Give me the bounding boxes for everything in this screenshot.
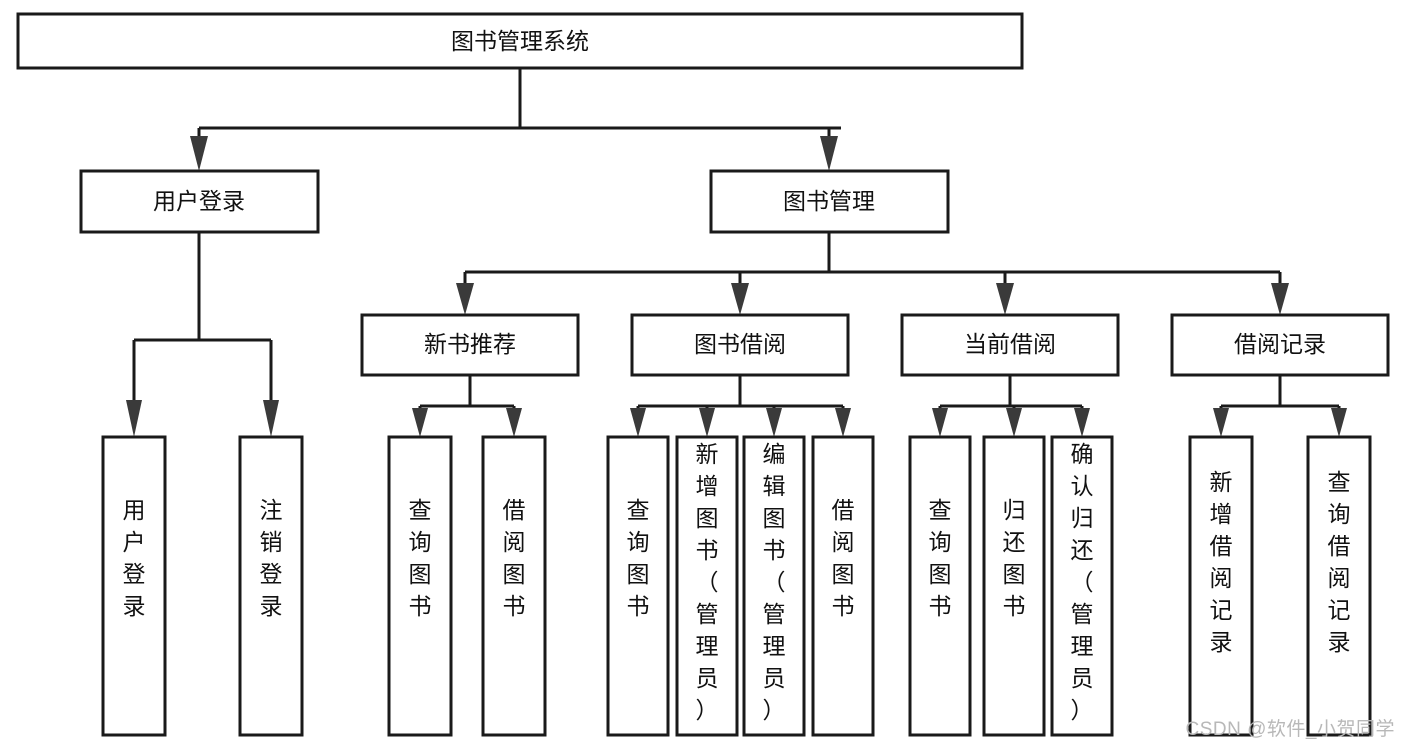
arrow-icon-to-borrow-record	[1271, 283, 1289, 315]
node-leaf-add-book-admin-box[interactable]	[675, 435, 739, 737]
arrow-icon-borrowrecord-leaf-2	[1331, 408, 1347, 437]
node-leaf-query-book-3-label: 查询图书	[929, 497, 952, 619]
node-root-label: 图书管理系统	[451, 28, 589, 54]
node-book-manage-box[interactable]	[709, 169, 950, 234]
arrow-icon-newbook-leaf-2	[506, 408, 522, 437]
node-leaf-query-book-2-label: 查询图书	[627, 497, 650, 619]
arrow-icon-currentborrow-leaf-3	[1074, 408, 1090, 437]
node-leaf-confirm-return-admin[interactable]: 确认归还（管理员）	[1050, 435, 1114, 737]
node-root-box[interactable]	[16, 12, 1024, 70]
node-leaf-query-book-1-label: 查询图书	[409, 497, 432, 619]
node-leaf-add-borrow-record[interactable]: 新增借阅记录	[1188, 435, 1254, 737]
node-user-login-box[interactable]	[79, 169, 320, 234]
node-leaf-borrow-book-1-label: 借阅图书	[503, 497, 526, 619]
node-current-borrow[interactable]: 当前借阅	[900, 313, 1120, 377]
node-book-manage-label: 图书管理	[783, 188, 875, 214]
arrow-icon-to-current-borrow	[996, 283, 1014, 315]
node-leaf-add-borrow-record-label: 新增借阅记录	[1210, 469, 1233, 655]
node-leaf-query-book-2-box[interactable]	[606, 435, 670, 737]
arrow-icon-currentborrow-leaf-1	[932, 408, 948, 437]
connector-group-user-login	[126, 232, 279, 437]
node-leaf-add-book-admin[interactable]: 新增图书（管理员）	[675, 435, 739, 737]
node-book-borrow[interactable]: 图书借阅	[630, 313, 850, 377]
node-leaf-logout-box[interactable]	[238, 435, 304, 737]
node-leaf-logout[interactable]: 注销登录	[238, 435, 304, 737]
node-borrow-record-box[interactable]	[1170, 313, 1390, 377]
connector-group-book-borrow	[630, 375, 851, 437]
arrow-icon-to-book-borrow	[731, 283, 749, 315]
arrow-icon-bookborrow-leaf-2	[699, 408, 715, 437]
arrow-icon-bookborrow-leaf-3	[766, 408, 782, 437]
connector-group-current-borrow	[932, 375, 1090, 437]
node-leaf-user-login-label: 用户登录	[123, 497, 146, 619]
node-user-login[interactable]: 用户登录	[79, 169, 320, 234]
node-user-login-label: 用户登录	[153, 188, 245, 214]
node-leaf-return-book[interactable]: 归还图书	[982, 435, 1046, 737]
node-borrow-record-label: 借阅记录	[1234, 331, 1326, 357]
node-leaf-return-book-label: 归还图书	[1003, 497, 1026, 619]
node-borrow-record[interactable]: 借阅记录	[1170, 313, 1390, 377]
arrow-icon-borrowrecord-leaf-1	[1213, 408, 1229, 437]
node-book-borrow-box[interactable]	[630, 313, 850, 377]
connector-group-new-book-rec	[412, 375, 522, 437]
node-leaf-query-borrow-record-label: 查询借阅记录	[1328, 469, 1351, 655]
node-leaf-borrow-book-1-box[interactable]	[481, 435, 547, 737]
node-leaf-query-borrow-record[interactable]: 查询借阅记录	[1306, 435, 1372, 737]
node-current-borrow-box[interactable]	[900, 313, 1120, 377]
node-current-borrow-label: 当前借阅	[964, 331, 1056, 357]
node-leaf-confirm-return-admin-box[interactable]	[1050, 435, 1114, 737]
node-leaf-borrow-book-2-box[interactable]	[811, 435, 875, 737]
node-leaf-add-book-admin-label: 新增图书（管理员）	[696, 441, 719, 723]
connector-group-root	[190, 68, 841, 171]
node-leaf-query-book-1[interactable]: 查询图书	[387, 435, 453, 737]
node-root[interactable]: 图书管理系统	[16, 12, 1024, 70]
arrow-icon-bookborrow-leaf-4	[835, 408, 851, 437]
node-leaf-query-borrow-record-box[interactable]	[1306, 435, 1372, 737]
arrow-icon-to-user-login	[190, 136, 208, 171]
node-leaf-user-login-box[interactable]	[101, 435, 167, 737]
node-new-book-rec[interactable]: 新书推荐	[360, 313, 580, 377]
arrow-icon-to-new-book-rec	[456, 283, 474, 315]
arrow-icon-userlogin-leaf-1	[126, 400, 142, 437]
node-leaf-borrow-book-2-label: 借阅图书	[832, 497, 855, 619]
arrow-icon-to-book-manage	[820, 136, 838, 171]
node-leaf-logout-label: 注销登录	[260, 497, 283, 619]
node-leaf-return-book-box[interactable]	[982, 435, 1046, 737]
node-leaf-add-borrow-record-box[interactable]	[1188, 435, 1254, 737]
node-leaf-query-book-3-box[interactable]	[908, 435, 972, 737]
arrow-icon-bookborrow-leaf-1	[630, 408, 646, 437]
node-leaf-edit-book-admin-label: 编辑图书（管理员）	[763, 441, 786, 723]
node-leaf-confirm-return-admin-label: 确认归还（管理员）	[1071, 441, 1094, 723]
node-leaf-borrow-book-2[interactable]: 借阅图书	[811, 435, 875, 737]
node-leaf-user-login[interactable]: 用户登录	[101, 435, 167, 737]
node-leaf-query-book-3[interactable]: 查询图书	[908, 435, 972, 737]
connector-group-borrow-record	[1213, 375, 1347, 437]
node-new-book-rec-label: 新书推荐	[424, 331, 516, 357]
node-new-book-rec-box[interactable]	[360, 313, 580, 377]
node-leaf-query-book-2[interactable]: 查询图书	[606, 435, 670, 737]
arrow-icon-currentborrow-leaf-2	[1006, 408, 1022, 437]
node-leaf-edit-book-admin-box[interactable]	[742, 435, 806, 737]
connector-group-book-manage	[456, 232, 1289, 315]
node-leaf-query-book-1-box[interactable]	[387, 435, 453, 737]
node-book-borrow-label: 图书借阅	[694, 331, 786, 357]
node-leaf-borrow-book-1[interactable]: 借阅图书	[481, 435, 547, 737]
arrow-icon-userlogin-leaf-2	[263, 400, 279, 437]
node-book-manage[interactable]: 图书管理	[709, 169, 950, 234]
arrow-icon-newbook-leaf-1	[412, 408, 428, 437]
node-leaf-edit-book-admin[interactable]: 编辑图书（管理员）	[742, 435, 806, 737]
